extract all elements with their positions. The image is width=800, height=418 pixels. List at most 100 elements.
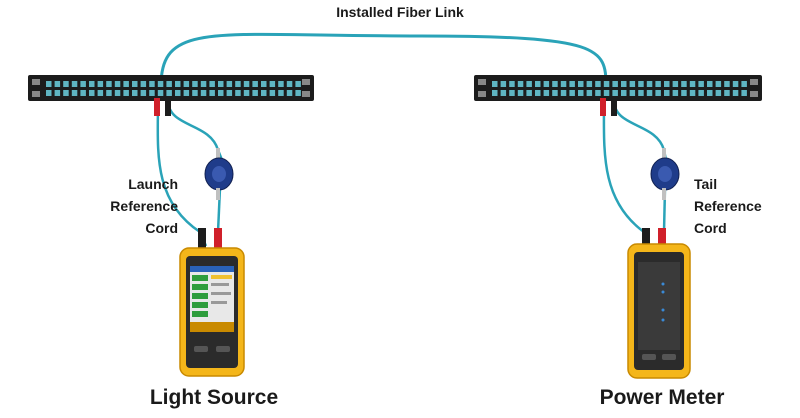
panel-port	[509, 90, 515, 96]
panel-port	[526, 81, 532, 87]
patch-panel-right	[474, 75, 762, 101]
panel-port	[543, 81, 550, 87]
panel-port	[715, 81, 722, 87]
panel-port	[295, 90, 301, 96]
panel-port	[681, 81, 687, 87]
panel-port	[638, 90, 644, 96]
panel-port	[46, 90, 52, 96]
launch-label-line: Cord	[145, 220, 178, 236]
panel-port	[517, 81, 524, 87]
panel-port	[732, 81, 739, 87]
panel-port	[724, 90, 730, 96]
power-meter-label: Power Meter	[599, 386, 725, 409]
panel-port	[71, 81, 78, 87]
panel-port	[114, 90, 121, 96]
panel-port	[157, 90, 164, 96]
panel-port	[586, 81, 593, 87]
panel-port	[63, 81, 69, 87]
panel-port	[672, 81, 679, 87]
panel-port	[278, 90, 284, 96]
panel-port	[664, 90, 670, 96]
panel-port	[698, 81, 704, 87]
panel-port	[517, 90, 524, 96]
panel-port	[63, 90, 69, 96]
panel-port	[71, 90, 78, 96]
light-source-label: Light Source	[149, 386, 279, 409]
panel-port	[192, 90, 198, 96]
panel-port	[689, 81, 696, 87]
panel-port	[243, 90, 250, 96]
tail-reference-cord-label: Tail Reference Cord	[694, 173, 774, 239]
panel-port	[157, 81, 164, 87]
panel-port	[638, 81, 644, 87]
panel-port	[80, 81, 86, 87]
panel-port	[97, 81, 104, 87]
panel-port	[621, 81, 627, 87]
panel-port	[664, 81, 670, 87]
connector-red	[154, 98, 160, 116]
panel-port	[200, 90, 207, 96]
panel-port	[629, 90, 636, 96]
connector-black	[165, 98, 171, 116]
panel-port	[54, 81, 61, 87]
panel-port	[218, 81, 224, 87]
panel-port	[500, 81, 507, 87]
panel-port	[707, 90, 713, 96]
panel-port	[724, 81, 730, 87]
panel-port	[226, 90, 233, 96]
panel-port	[123, 90, 129, 96]
panel-port	[80, 90, 86, 96]
tail-reference-cord	[600, 98, 680, 247]
panel-port	[278, 81, 284, 87]
panel-port	[114, 81, 121, 87]
panel-port	[235, 90, 241, 96]
connector-black	[611, 98, 617, 116]
panel-port	[252, 81, 258, 87]
panel-port	[286, 81, 293, 87]
panel-port	[741, 81, 747, 87]
panel-port	[672, 90, 679, 96]
panel-port	[123, 81, 129, 87]
panel-port	[578, 81, 584, 87]
panel-port	[269, 90, 276, 96]
panel-port	[97, 90, 104, 96]
installed-fiber-link-label: Installed Fiber Link	[336, 4, 464, 20]
panel-port	[535, 81, 541, 87]
panel-port	[132, 81, 138, 87]
panel-port	[646, 81, 653, 87]
connector-red	[600, 98, 606, 116]
panel-port	[655, 90, 661, 96]
panel-port	[612, 81, 618, 87]
panel-port	[543, 90, 550, 96]
panel-port	[681, 90, 687, 96]
panel-port	[569, 81, 575, 87]
panel-port	[149, 90, 155, 96]
panel-port	[166, 81, 172, 87]
panel-port	[261, 90, 267, 96]
light-source-tester	[179, 228, 245, 377]
panel-port	[707, 81, 713, 87]
launch-label-line: Launch	[128, 176, 178, 192]
panel-port	[166, 90, 172, 96]
panel-port	[646, 90, 653, 96]
panel-port	[252, 90, 258, 96]
panel-port	[560, 81, 567, 87]
launch-reference-cord	[154, 98, 234, 247]
panel-port	[175, 90, 181, 96]
panel-port	[603, 90, 610, 96]
panel-port	[715, 90, 722, 96]
panel-port	[509, 81, 515, 87]
panel-port	[269, 81, 276, 87]
panel-port	[243, 81, 250, 87]
panel-port	[200, 81, 207, 87]
panel-port	[226, 81, 233, 87]
panel-port	[492, 81, 498, 87]
panel-port	[89, 81, 95, 87]
panel-port	[106, 81, 112, 87]
panel-port	[261, 81, 267, 87]
panel-port	[235, 81, 241, 87]
panel-ports-right	[492, 81, 747, 96]
tail-label-line: Tail	[694, 176, 718, 192]
panel-port	[286, 90, 293, 96]
